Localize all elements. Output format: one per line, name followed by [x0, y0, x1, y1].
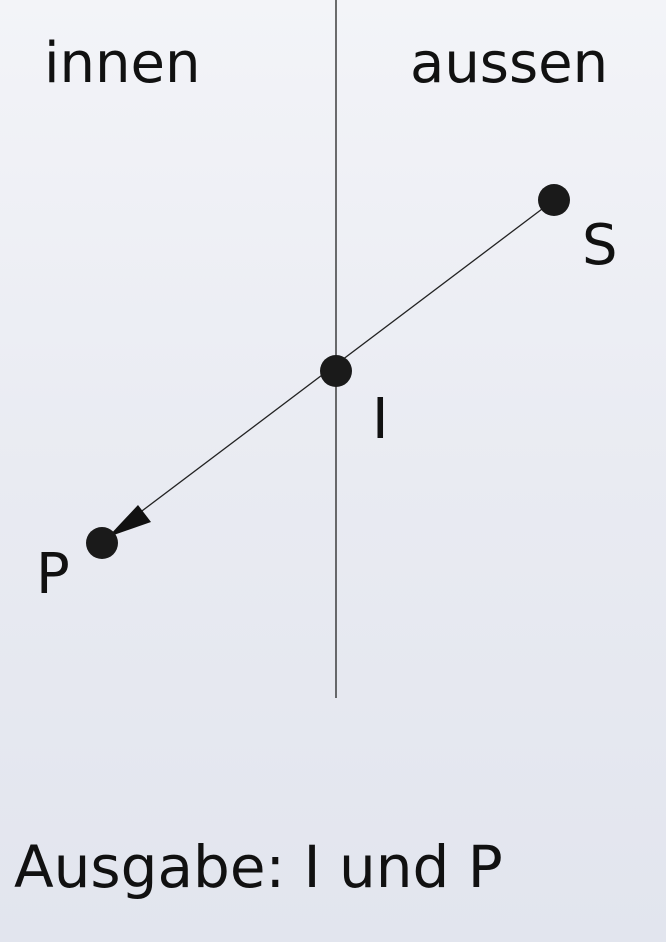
point-i-marker: [320, 355, 352, 387]
point-s-label: S: [582, 213, 618, 278]
direction-arrowhead: [108, 505, 151, 537]
inside-label: innen: [44, 31, 201, 96]
output-caption: Ausgabe: I und P: [14, 833, 503, 901]
point-s-marker: [538, 184, 570, 216]
point-p-marker: [86, 527, 118, 559]
point-p-label: P: [36, 542, 70, 607]
outside-label: aussen: [410, 31, 609, 96]
point-i-label: I: [372, 387, 389, 452]
